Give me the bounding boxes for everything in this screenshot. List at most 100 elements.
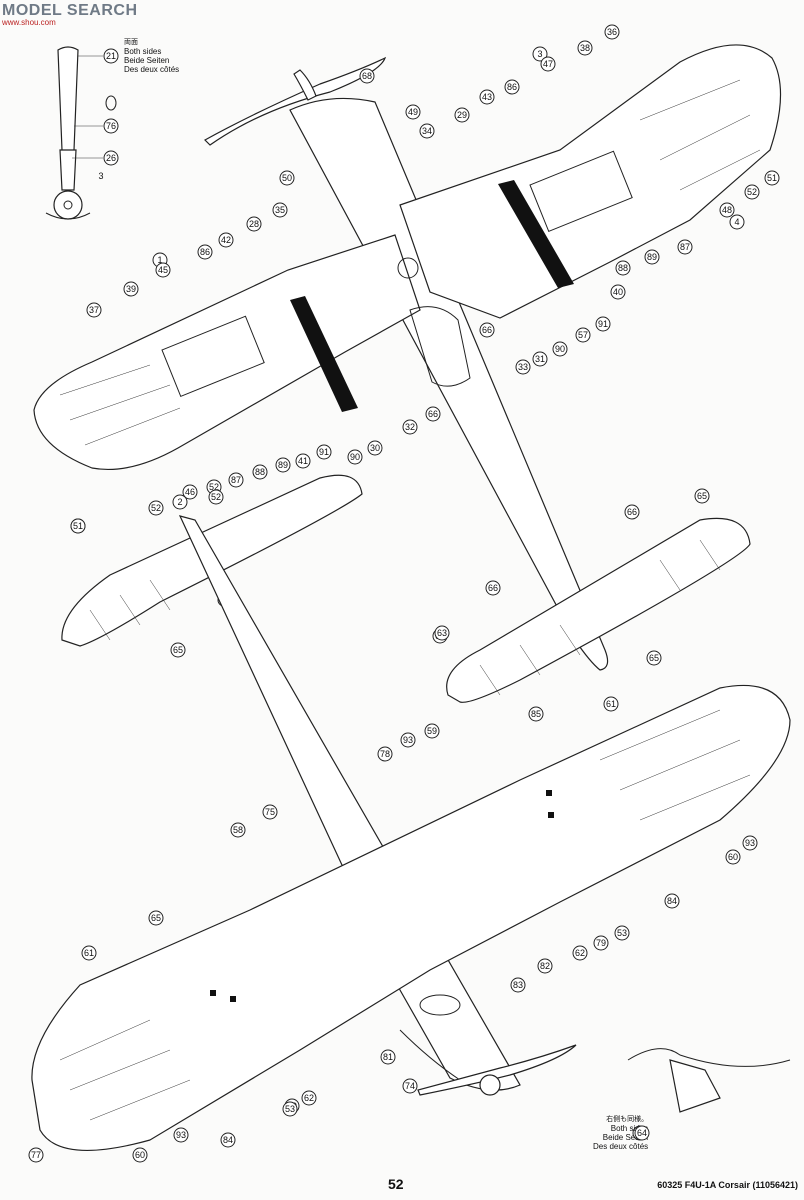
part-callout-lower: 81 bbox=[380, 1049, 396, 1065]
part-callout-lower: 84 bbox=[664, 893, 680, 909]
part-number: 81 bbox=[383, 1052, 393, 1062]
note-en: Both sides bbox=[610, 1124, 649, 1133]
part-number: 65 bbox=[151, 913, 161, 923]
part-callout-tail: 66 bbox=[485, 580, 501, 596]
part-callout-upper: 33 bbox=[515, 359, 531, 375]
svg-text:3: 3 bbox=[98, 171, 103, 181]
part-number: 40 bbox=[613, 287, 623, 297]
part-number: 39 bbox=[126, 284, 136, 294]
part-number: 85 bbox=[531, 709, 541, 719]
part-callout-upper: 90 bbox=[552, 341, 568, 357]
part-number: 66 bbox=[488, 583, 498, 593]
part-number: 76 bbox=[106, 121, 116, 131]
part-callout-upper: 47 bbox=[540, 56, 556, 72]
note-de: Beide Seiten bbox=[124, 56, 170, 65]
part-callout-upper: 34 bbox=[419, 123, 435, 139]
part-number: 45 bbox=[158, 265, 168, 275]
part-callout-upper: 41 bbox=[295, 453, 311, 469]
part-callout-lower: 62 bbox=[301, 1090, 317, 1106]
part-callout-upper: 2 bbox=[172, 494, 188, 510]
part-number: 28 bbox=[249, 219, 259, 229]
part-number: 51 bbox=[767, 173, 777, 183]
part-callout-upper: 31 bbox=[532, 351, 548, 367]
part-callout-upper: 45 bbox=[155, 262, 171, 278]
part-number: 4 bbox=[734, 217, 739, 227]
part-callout-upper: 86 bbox=[197, 244, 213, 260]
part-number: 74 bbox=[405, 1081, 415, 1091]
part-callout-upper: 32 bbox=[402, 419, 418, 435]
part-number: 26 bbox=[106, 153, 116, 163]
part-number: 53 bbox=[285, 1104, 295, 1114]
part-number: 65 bbox=[173, 645, 183, 655]
part-callout-lower: 61 bbox=[81, 945, 97, 961]
part-callout-prop: 26 bbox=[103, 150, 119, 166]
part-callout-upper: 52 bbox=[208, 489, 224, 505]
part-number: 75 bbox=[265, 807, 275, 817]
part-number: 52 bbox=[209, 482, 219, 492]
part-number: 34 bbox=[422, 126, 432, 136]
part-number: 89 bbox=[278, 460, 288, 470]
part-callout-lower: 65 bbox=[148, 910, 164, 926]
part-callout-lower: 74 bbox=[402, 1078, 418, 1094]
part-number: 2 bbox=[177, 497, 182, 507]
part-number: 84 bbox=[223, 1135, 233, 1145]
part-number: 60 bbox=[728, 852, 738, 862]
part-callout-upper: 39 bbox=[123, 281, 139, 297]
part-number: 52 bbox=[151, 503, 161, 513]
part-callout-lower: 53 bbox=[614, 925, 630, 941]
part-callout-tail: 66 bbox=[624, 504, 640, 520]
part-number: 37 bbox=[89, 305, 99, 315]
note-fr: Des deux côtés bbox=[593, 1142, 649, 1151]
part-number: 53 bbox=[617, 928, 627, 938]
part-callout-lower: 82 bbox=[537, 958, 553, 974]
part-callout-upper: 49 bbox=[405, 104, 421, 120]
part-callout-upper: 91 bbox=[595, 316, 611, 332]
part-number: 31 bbox=[535, 354, 545, 364]
part-callout-upper: 50 bbox=[279, 170, 295, 186]
part-number: 66 bbox=[627, 507, 637, 517]
part-number: 47 bbox=[543, 59, 553, 69]
part-callout-lower: 75 bbox=[262, 804, 278, 820]
part-callout-upper: 48 bbox=[719, 202, 735, 218]
part-callout-upper: 37 bbox=[86, 302, 102, 318]
lower-airframe bbox=[31, 515, 791, 1152]
part-callout-lower: 78 bbox=[377, 746, 393, 762]
part-number: 66 bbox=[428, 409, 438, 419]
part-number: 89 bbox=[647, 252, 657, 262]
part-number: 62 bbox=[575, 948, 585, 958]
part-callout-upper: 4 bbox=[729, 214, 745, 230]
part-callout-upper: 66 bbox=[425, 406, 441, 422]
part-number: 52 bbox=[211, 492, 221, 502]
part-callout-lower: 93 bbox=[400, 732, 416, 748]
part-number: 82 bbox=[540, 961, 550, 971]
part-callout-upper: 46 bbox=[182, 484, 198, 500]
part-callout-upper: 51 bbox=[764, 170, 780, 186]
part-number: 90 bbox=[350, 452, 360, 462]
part-number: 52 bbox=[747, 187, 757, 197]
detail-inset bbox=[627, 1048, 791, 1141]
part-callout-upper: 89 bbox=[275, 457, 291, 473]
part-callout-lower: 62 bbox=[572, 945, 588, 961]
part-callout-lower: 59 bbox=[424, 723, 440, 739]
part-callout-upper: 35 bbox=[272, 202, 288, 218]
part-callout-upper: 29 bbox=[454, 107, 470, 123]
part-number: 58 bbox=[233, 825, 243, 835]
part-number: 68 bbox=[362, 71, 372, 81]
part-number: 59 bbox=[427, 726, 437, 736]
part-callout-upper: 57 bbox=[575, 327, 591, 343]
part-number: 48 bbox=[722, 205, 732, 215]
part-callout-tail: 65 bbox=[694, 488, 710, 504]
part-number: 62 bbox=[304, 1093, 314, 1103]
both-sides-note-top: 両面 Both sides Beide Seiten Des deux côté… bbox=[124, 38, 179, 74]
part-number: 66 bbox=[482, 325, 492, 335]
part-number: 83 bbox=[513, 980, 523, 990]
part-number: 65 bbox=[649, 653, 659, 663]
propeller-detail: 3 bbox=[45, 46, 117, 220]
part-number: 93 bbox=[403, 735, 413, 745]
part-number: 63 bbox=[437, 628, 447, 638]
part-number: 49 bbox=[408, 107, 418, 117]
page-number: 52 bbox=[388, 1176, 404, 1192]
watermark-logo: MODEL SEARCH www.shou.com bbox=[2, 2, 138, 27]
part-number: 35 bbox=[275, 205, 285, 215]
